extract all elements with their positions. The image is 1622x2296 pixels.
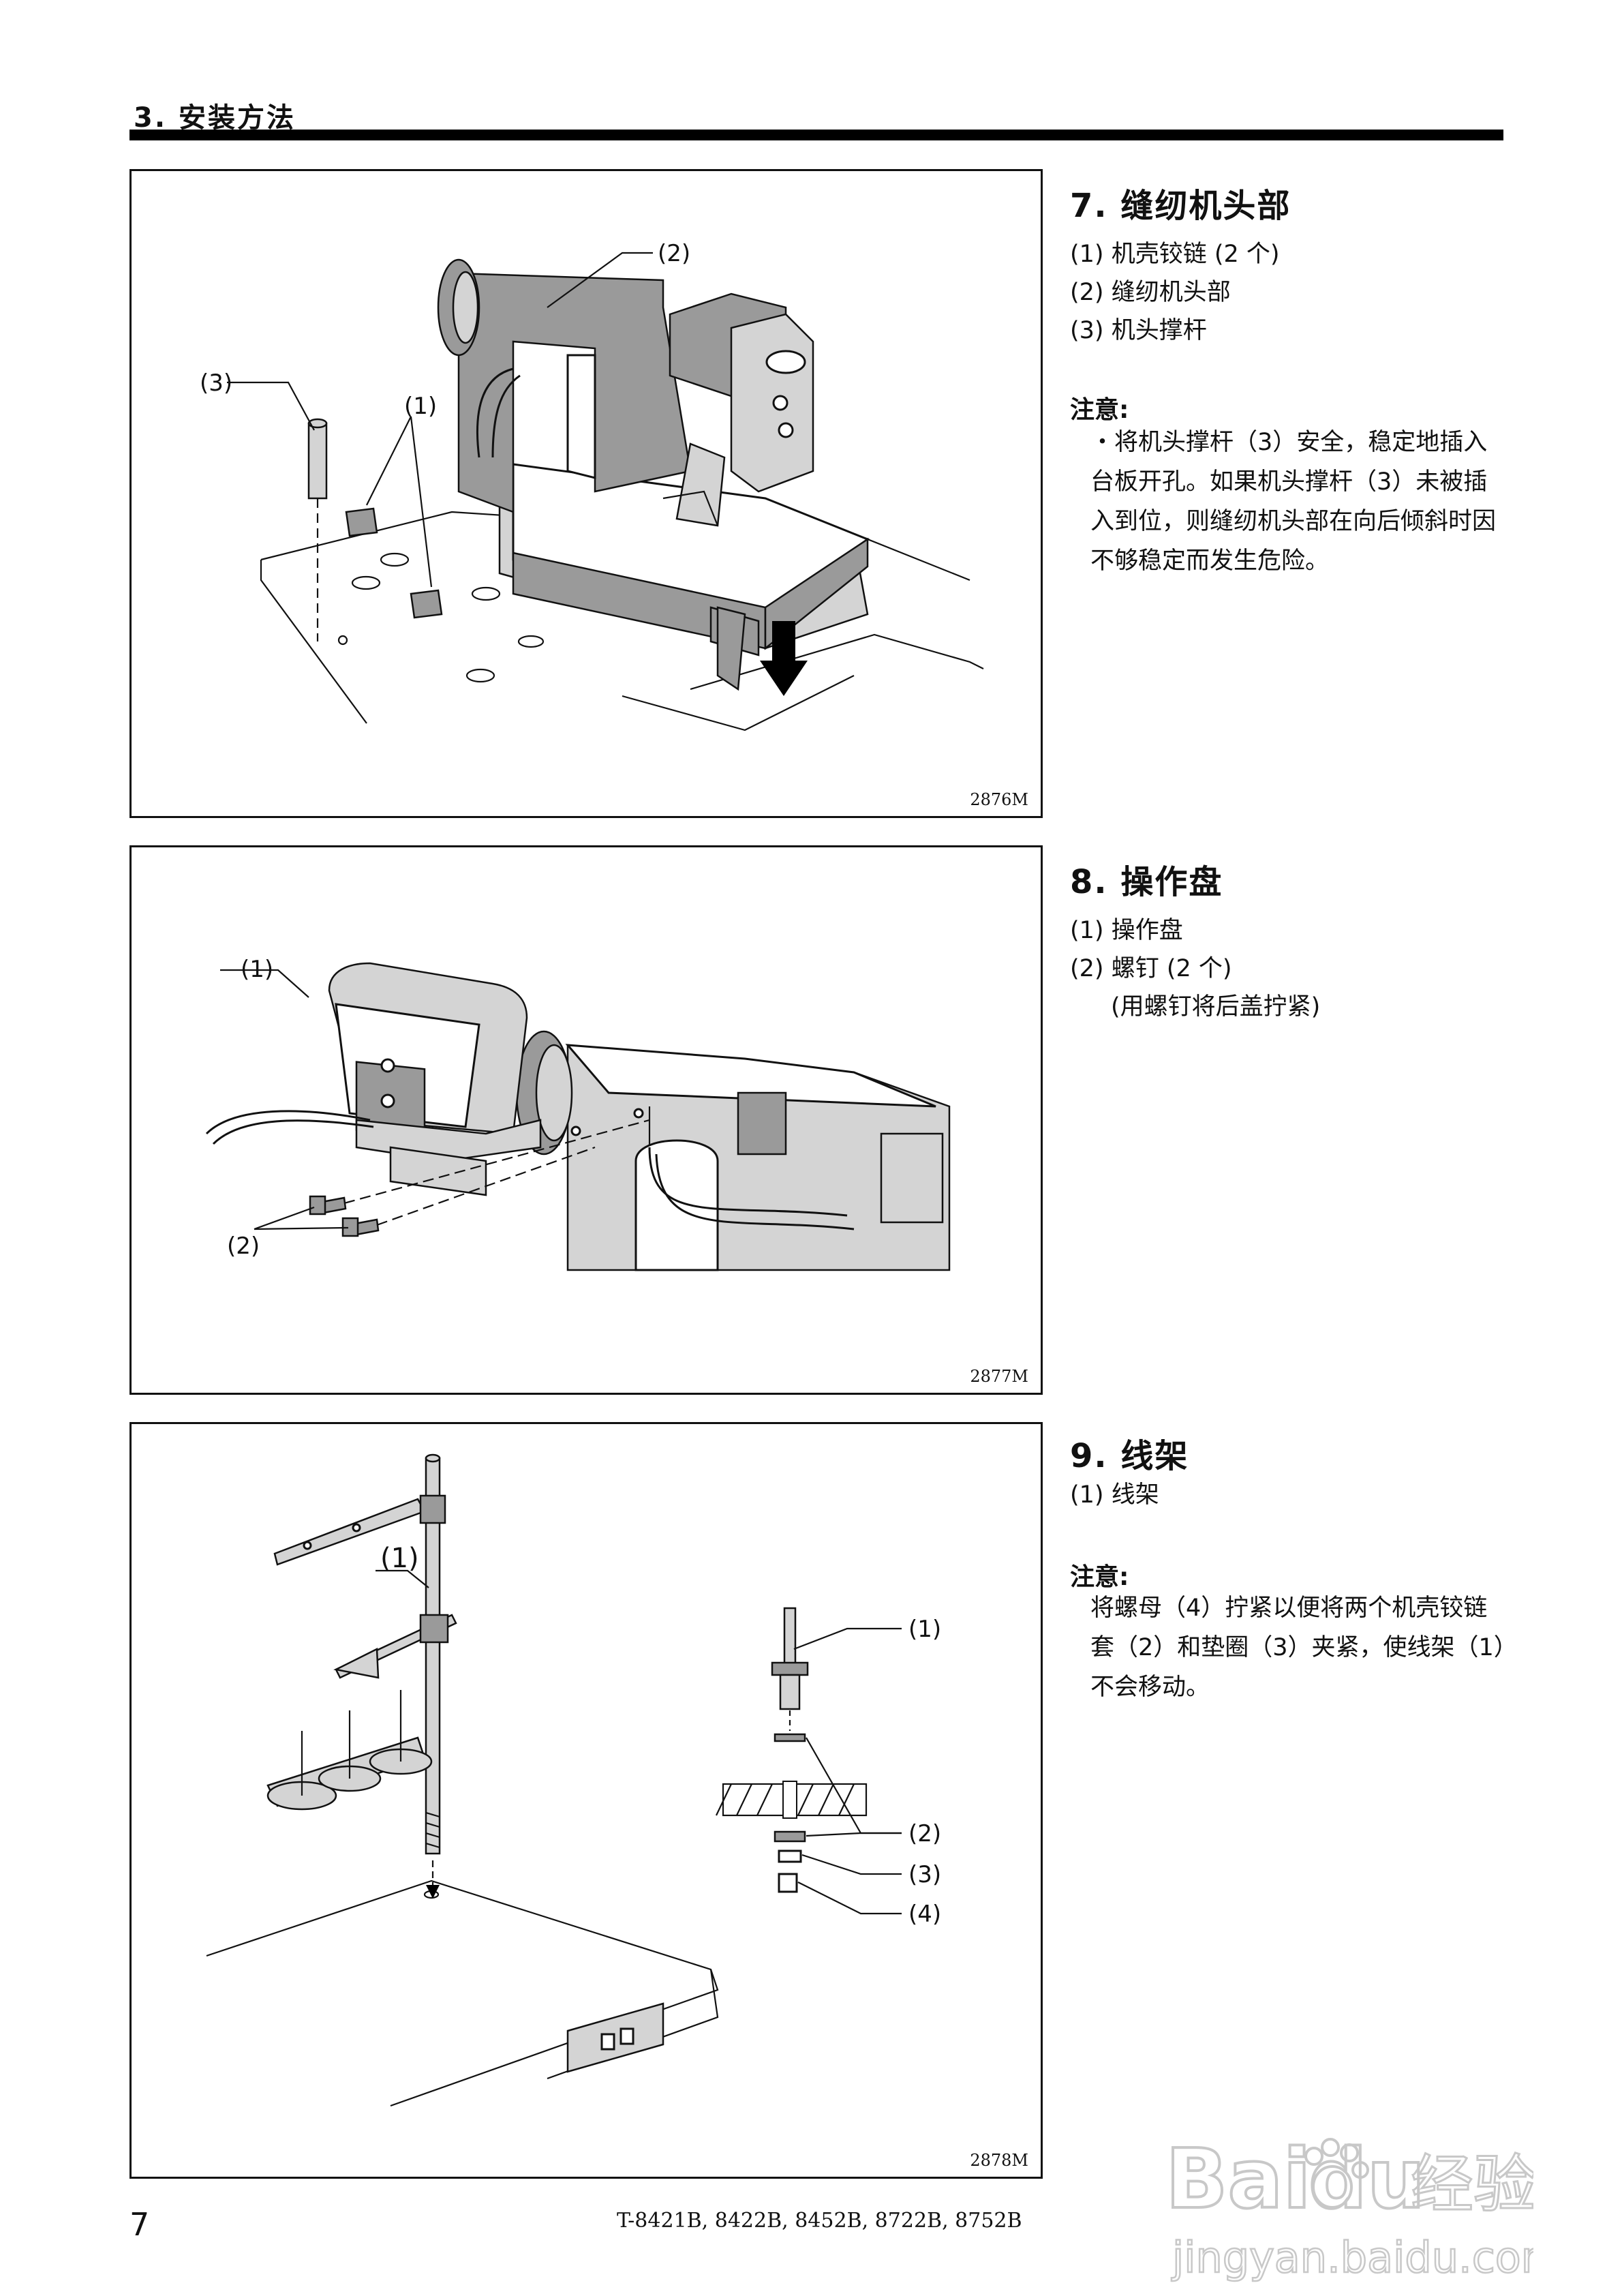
section-7-item: (2) 缝纫机头部 (1070, 279, 1231, 306)
figure-thread-stand: (1) (1) (2) (3) (4) 2878M (129, 1422, 1043, 2179)
callout-1-detail: (1) (908, 1616, 941, 1643)
section-8-item: (用螺钉将后盖拧紧) (1111, 993, 1321, 1021)
callout-1: (1) (241, 956, 273, 983)
section-7-note-label: 注意: (1070, 396, 1129, 424)
machine-head-illustration: (3) (1) (2) (200, 240, 984, 731)
callout-2: (2) (908, 1820, 941, 1847)
figure-operation-panel: (1) (2) 2877M (129, 845, 1043, 1395)
model-list: T-8421B, 8422B, 8452B, 8722B, 8752B (617, 2209, 1022, 2233)
section-9-title: 9. 线架 (1070, 1437, 1189, 1475)
section-9-note-text: 将螺母（4）拧紧以便将两个机壳铰链套（2）和垫圈（3）夹紧，使线架（1）不会移动… (1090, 1595, 1506, 1701)
operation-panel-illustration: (1) (2) (205, 956, 951, 1271)
figure-machine-head: (3) (1) (2) 2876M (129, 169, 1043, 818)
header-rule (129, 130, 1503, 140)
callout-1: (1) (404, 393, 437, 420)
callout-1-stand: (1) (380, 1543, 419, 1574)
paw-icon (1304, 2138, 1369, 2209)
baidu-watermark: Bai du 经验 jingyan.baidu.com (1152, 2119, 1563, 2289)
section-7-item: (1) 机壳铰链 (2 个) (1070, 241, 1280, 268)
page-number: 7 (129, 2206, 150, 2243)
figure-code: 2878M (970, 2151, 1028, 2170)
watermark-brand-2: du (1309, 2132, 1425, 2227)
watermark-brand: Bai (1165, 2132, 1311, 2227)
section-header: 3. 安装方法 (134, 102, 296, 134)
callout-4: (4) (908, 1901, 941, 1928)
watermark-product: 经验 (1411, 2148, 1533, 2221)
section-9-item: (1) 线架 (1070, 1481, 1159, 1509)
callout-2: (2) (227, 1233, 260, 1260)
section-8-title: 8. 操作盘 (1070, 863, 1223, 901)
section-7-title: 7. 缝纫机头部 (1070, 187, 1291, 225)
thread-stand-illustration: (1) (1) (2) (3) (4) (206, 1453, 941, 2107)
section-8-item: (1) 操作盘 (1070, 917, 1183, 944)
callout-3: (3) (200, 369, 232, 397)
callout-2: (2) (658, 240, 690, 267)
section-7-note-text: ・将机头撑杆（3）安全，稳定地插入台板开孔。如果机头撑杆（3）未被插入到位，则缝… (1090, 429, 1497, 575)
section-7-item: (3) 机头撑杆 (1070, 317, 1207, 344)
section-8-item: (2) 螺钉 (2 个) (1070, 955, 1232, 982)
section-9-note-label: 注意: (1070, 1563, 1129, 1591)
figure-code: 2876M (970, 790, 1028, 809)
callout-3: (3) (908, 1861, 941, 1888)
figure-code: 2877M (970, 1367, 1028, 1386)
watermark-url: jingyan.baidu.com (1171, 2233, 1533, 2282)
